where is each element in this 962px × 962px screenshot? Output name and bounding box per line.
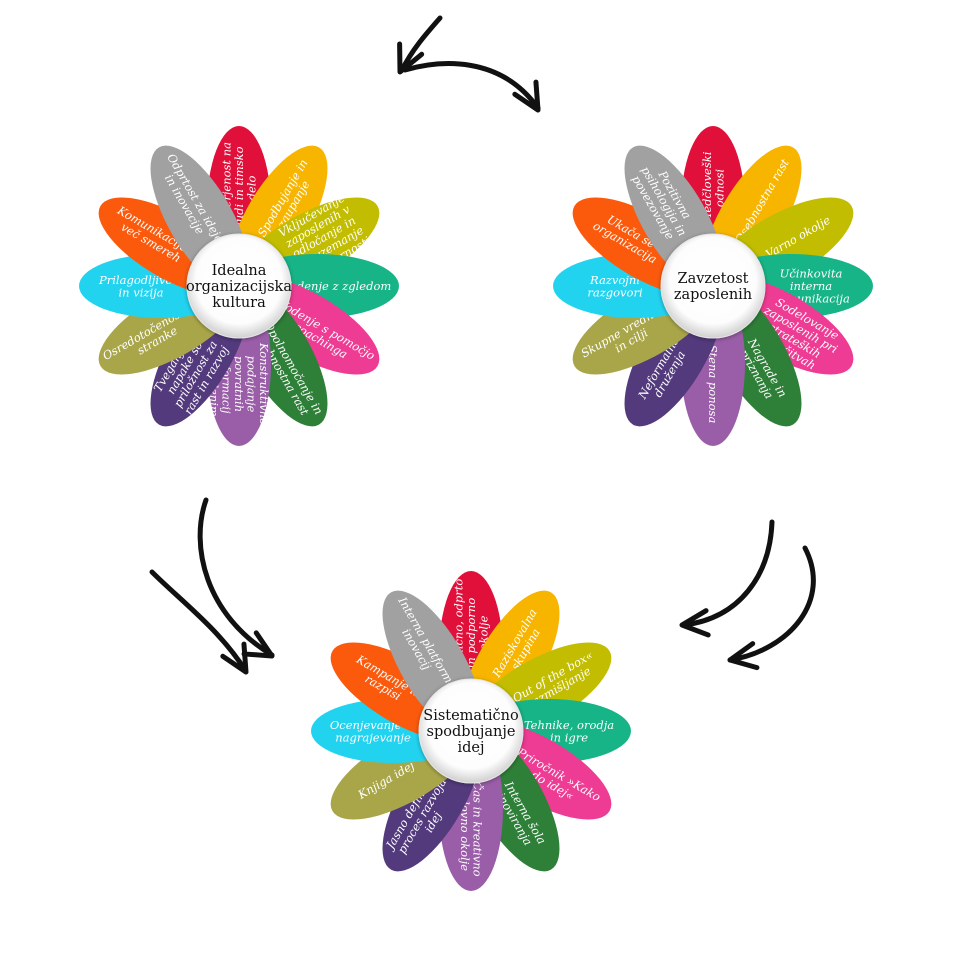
center-disc	[186, 233, 292, 339]
cycle-arrow-right-a-stroke	[679, 519, 775, 638]
center-disc	[660, 233, 766, 339]
cycle-arrow-right-b-stroke	[727, 545, 816, 671]
flower-kultura: Usmerjenost naljudi in timskodeloSpodbuj…	[79, 126, 399, 446]
petal-label: Vodenje z zgledom	[283, 279, 392, 293]
petal-label: Stena ponosa	[706, 345, 720, 424]
cycle-arrow-top-a-stroke	[402, 61, 541, 113]
cycle-arrow-left-b-stroke	[149, 569, 249, 675]
center-disc	[418, 678, 524, 784]
flower-ideje: Dinamično, odprtoin podpornookoljeRazisk…	[311, 571, 631, 891]
cycle-arrow-top-b-stroke	[397, 15, 443, 75]
cycle-arrow-left-a-stroke	[197, 497, 275, 659]
